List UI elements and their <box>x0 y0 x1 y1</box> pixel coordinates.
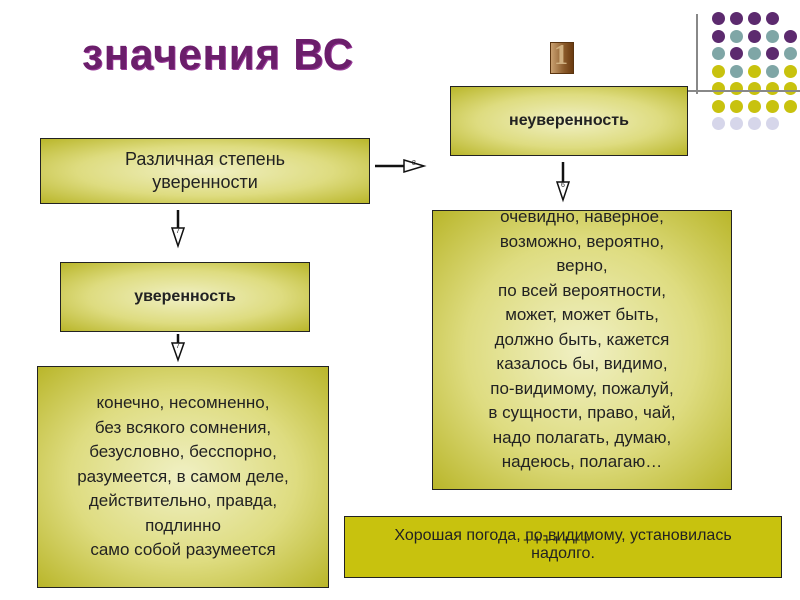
arrow-down-1-head <box>170 227 186 249</box>
list-item: в сущности, право, чай, <box>488 403 676 422</box>
uncertainty-box: неуверенность <box>450 86 688 156</box>
decorative-dot <box>766 47 779 60</box>
example-box: Хорошая погода, по-видимому, установилас… <box>344 516 782 578</box>
decorative-dot <box>712 64 725 78</box>
list-item: действительно, правда, <box>88 491 278 511</box>
arrow-right-head <box>403 158 427 174</box>
example-sentence: Хорошая погода, по-видимому, установилас… <box>394 527 732 544</box>
arrow-down-1-number: 7 <box>176 228 180 235</box>
list-item: верно, <box>556 256 608 275</box>
uncertainty-label: неуверенность <box>509 112 629 129</box>
decorative-dot <box>766 117 779 130</box>
uncertainty-words-list: очевидно, наверное, возможно, вероятно, ве… <box>488 210 676 475</box>
slide-title: значения ВС <box>82 30 354 79</box>
decorative-vertical-line <box>696 14 698 94</box>
list-item: может, может быть, <box>505 305 659 324</box>
decorative-dot <box>748 64 761 78</box>
decorative-dot <box>712 99 725 113</box>
decorative-dot <box>748 117 761 130</box>
list-item: надеюсь, полагаю… <box>501 452 663 471</box>
decorative-dot <box>730 47 743 60</box>
decorative-dot <box>766 64 779 78</box>
certainty-words-list: конечно, несомненно, без всякого сомнения… <box>77 391 289 563</box>
certainty-box: уверенность <box>60 262 310 332</box>
decorative-dot <box>712 12 725 25</box>
arrow-down-3-number: 6 <box>561 182 565 189</box>
list-item: казалось бы, видимо, <box>496 354 668 373</box>
decorative-dot <box>712 117 725 130</box>
list-item: без всякого сомнения, <box>94 417 272 437</box>
decorative-dot <box>784 64 797 78</box>
list-item: конечно, несомненно, <box>96 393 270 413</box>
list-item: само собой разумеется <box>90 540 276 560</box>
decorative-dot <box>730 64 743 78</box>
decorative-dot <box>712 29 725 43</box>
arrow-down-3-head <box>555 181 571 203</box>
decorative-dot <box>712 47 725 60</box>
arrow-down-2-head <box>170 342 186 363</box>
example-marks: +++++++ <box>523 532 592 549</box>
decorative-dot <box>784 29 797 43</box>
decorative-dot <box>748 99 761 113</box>
degree-box: Различная степень уверенности <box>40 138 370 204</box>
list-item: подлинно <box>145 515 221 535</box>
list-item: по всей вероятности, <box>498 280 666 300</box>
decorative-dot <box>730 99 743 113</box>
decorative-dot <box>784 99 797 113</box>
uncertainty-words-box: очевидно, наверное, возможно, вероятно, ве… <box>432 210 732 490</box>
decorative-horizontal-line <box>640 90 800 92</box>
list-item: разумеется, в самом деле, <box>77 466 289 486</box>
decorative-dot <box>730 29 743 43</box>
list-item: возможно, вероятно, <box>499 231 665 251</box>
certainty-words-box: конечно, несомненно, без всякого сомнения… <box>37 366 329 588</box>
list-item: должно быть, кажется <box>494 329 670 349</box>
example-sentence-end: надолго. <box>531 545 595 562</box>
degree-label: Различная степень уверенности <box>124 149 286 192</box>
badge-icon <box>550 42 574 74</box>
decorative-dot <box>766 29 779 43</box>
decorative-dot <box>730 12 743 25</box>
list-item: по-видимому, пожалуй, <box>490 378 674 398</box>
list-item: безусловно, бесспорно, <box>89 442 277 462</box>
list-item: надо полагать, думаю, <box>492 427 672 447</box>
decorative-dot <box>766 12 779 25</box>
decorative-dot <box>730 117 743 130</box>
badge-number: 1 <box>554 40 568 71</box>
certainty-label: уверенность <box>134 288 236 305</box>
arrow-down-2-number: 7 <box>176 343 180 350</box>
decorative-dot <box>748 29 761 43</box>
decorative-dot <box>748 47 761 60</box>
list-item: очевидно, наверное, <box>500 210 664 226</box>
decorative-dot <box>784 47 797 60</box>
decorative-dot <box>766 99 779 113</box>
arrow-right-number: 8 <box>412 160 416 167</box>
decorative-dot <box>748 12 761 25</box>
